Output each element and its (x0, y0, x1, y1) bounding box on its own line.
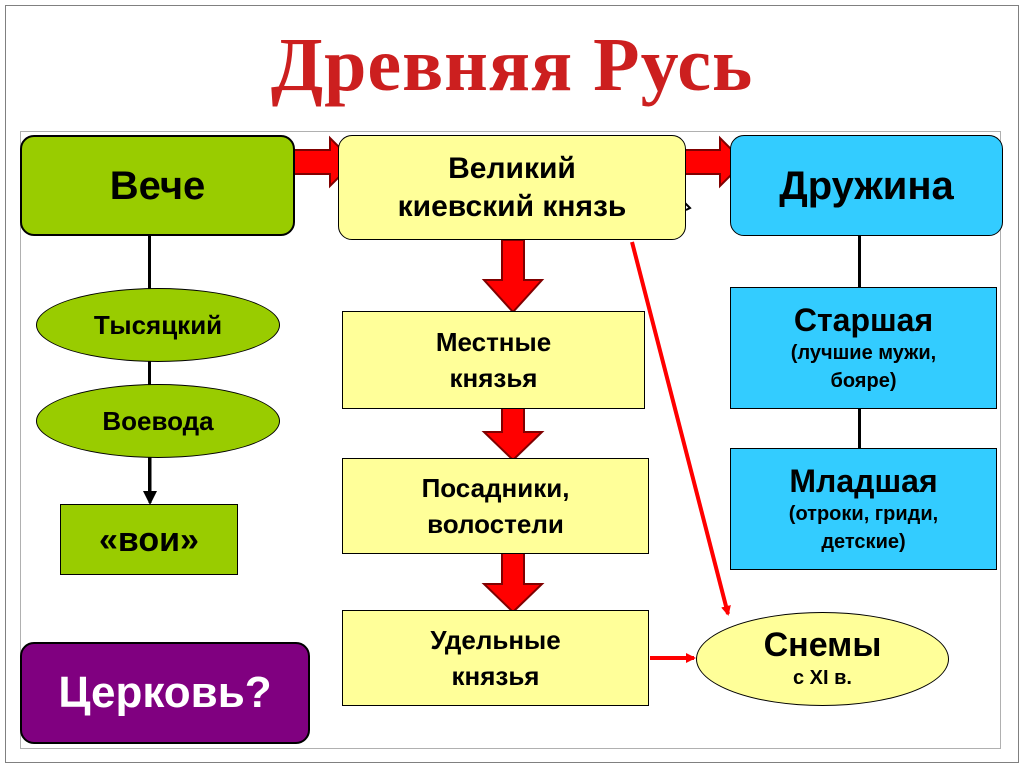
voevoda-ellipse: Воевода (36, 384, 280, 458)
snemy-title: Снемы (763, 626, 882, 664)
posadniki-to-udelnye-arrow (481, 552, 545, 614)
druzhina-box: Дружина (730, 135, 1003, 236)
veche-box: Вече (20, 135, 295, 236)
senior-line2: бояре) (830, 370, 897, 392)
junior-line2: детские) (821, 531, 906, 553)
druzhina-label: Дружина (779, 163, 954, 208)
local-princes-line1: Местные (435, 327, 552, 357)
slide-title: Древняя Русь (270, 23, 754, 107)
prince-to-local-arrow (481, 239, 545, 314)
tysyatsky-label: Тысяцкий (93, 310, 223, 340)
tysyatsky-ellipse: Тысяцкий (36, 288, 280, 362)
veche-connector-line (148, 235, 151, 497)
posadniki-box: Посадники, волостели (342, 458, 649, 554)
veche-label: Вече (109, 163, 206, 208)
diagram-panel (20, 131, 1001, 749)
posadniki-line1: Посадники, (421, 473, 570, 503)
udelnye-line2: князья (451, 661, 540, 691)
voi-box: «вои» (60, 504, 238, 575)
grand-prince-line1: Великий (448, 151, 576, 185)
grand-prince-box: Великий киевский князь (338, 135, 686, 240)
junior-box: Младшая (отроки, гриди, детские) (730, 448, 997, 570)
snemy-sub: с XI в. (793, 667, 852, 689)
grand-prince-line2: киевский князь (397, 189, 627, 223)
church-label: Церковь? (58, 668, 272, 717)
udelnye-box: Удельные князья (342, 610, 649, 706)
small-mark (683, 201, 692, 211)
local-princes-line2: князья (449, 363, 538, 393)
junior-title: Младшая (789, 463, 938, 499)
local-to-posadniki-arrow (481, 399, 545, 462)
junior-line1: (отроки, гриди, (788, 503, 939, 525)
local-princes-box: Местные князья (342, 311, 645, 409)
voevoda-label: Воевода (102, 406, 214, 436)
slide-border (5, 5, 1019, 763)
senior-line1: (лучшие мужи, (790, 342, 937, 364)
senior-title: Старшая (793, 302, 934, 338)
posadniki-line2: волостели (427, 509, 564, 539)
senior-box: Старшая (лучшие мужи, бояре) (730, 287, 997, 409)
voi-label: «вои» (99, 520, 199, 559)
udelnye-line1: Удельные (430, 625, 561, 655)
church-box: Церковь? (20, 642, 310, 744)
snemy-ellipse: Снемы с XI в. (696, 612, 949, 706)
prince-to-snemy-arrow (630, 241, 731, 616)
